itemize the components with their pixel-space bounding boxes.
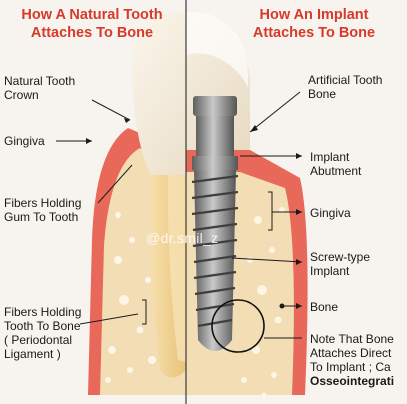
label-natural-crown: Natural Tooth Crown <box>4 74 75 102</box>
label-screw-implant: Screw-type Implant <box>310 250 370 278</box>
label-gingiva-right: Gingiva <box>310 206 351 220</box>
right-title-line2: Attaches To Bone <box>252 25 376 41</box>
label-natural-crown-line1: Natural Tooth <box>4 74 76 88</box>
label-fibers-gum: Fibers Holding Gum To Tooth <box>4 196 81 224</box>
bone-pores <box>105 207 285 398</box>
label-note-line1: Note That Bone <box>310 332 394 346</box>
left-pointers <box>56 99 147 325</box>
bone-marker-dot <box>279 303 285 309</box>
label-fibers-gum-line1: Fibers Holding <box>4 196 82 210</box>
label-gingiva-left: Gingiva <box>4 134 45 148</box>
left-title-line1: How A Natural Tooth <box>21 7 163 23</box>
label-fibers-bone-line1: Fibers Holding <box>4 305 82 319</box>
label-artificial-tooth: Artificial Tooth Bone <box>308 73 382 101</box>
label-note-line3: To Implant ; Ca <box>310 360 391 374</box>
right-title-line1: How An Implant <box>259 7 369 23</box>
label-note-line4: Osseointegrati <box>310 374 395 388</box>
screw-threads <box>191 174 239 328</box>
label-artificial-tooth-line1: Artificial Tooth <box>308 73 383 87</box>
label-fibers-bone-line2: Tooth To Bone <box>4 319 81 333</box>
watermark: @dr.smil_z <box>146 230 219 246</box>
right-title: How An Implant Attaches To Bone <box>224 6 404 42</box>
abutment-cap <box>193 96 237 116</box>
root-canal <box>167 150 186 362</box>
abutment-body <box>196 116 234 156</box>
label-fibers-bone-line3: ( Periodontal <box>4 333 73 347</box>
label-screw-implant-line2: Implant <box>310 264 350 278</box>
label-note: Note That Bone Attaches Direct To Implan… <box>310 332 407 388</box>
label-implant-abutment-line2: Abutment <box>310 164 362 178</box>
label-fibers-bone: Fibers Holding Tooth To Bone ( Periodont… <box>4 305 81 361</box>
left-arrowheads <box>86 118 130 144</box>
right-arrowheads <box>250 125 302 309</box>
label-natural-crown-line2: Crown <box>4 88 39 102</box>
label-implant-abutment: Implant Abutment <box>310 150 361 178</box>
label-bone: Bone <box>310 300 339 314</box>
left-title-line2: Attaches To Bone <box>30 25 154 41</box>
label-screw-implant-line1: Screw-type <box>310 250 371 264</box>
label-implant-abutment-line1: Implant <box>310 150 350 164</box>
osseointegration-circle <box>211 299 265 353</box>
label-fibers-bone-line4: Ligament ) <box>4 347 61 361</box>
label-artificial-tooth-line2: Bone <box>308 87 337 101</box>
right-pointers <box>231 91 303 339</box>
abutment-collar <box>192 156 238 170</box>
crown-cusp <box>186 11 249 88</box>
label-fibers-gum-line2: Gum To Tooth <box>4 210 79 224</box>
label-note-line2: Attaches Direct <box>310 346 392 360</box>
left-title: How A Natural Tooth Attaches To Bone <box>2 6 182 42</box>
